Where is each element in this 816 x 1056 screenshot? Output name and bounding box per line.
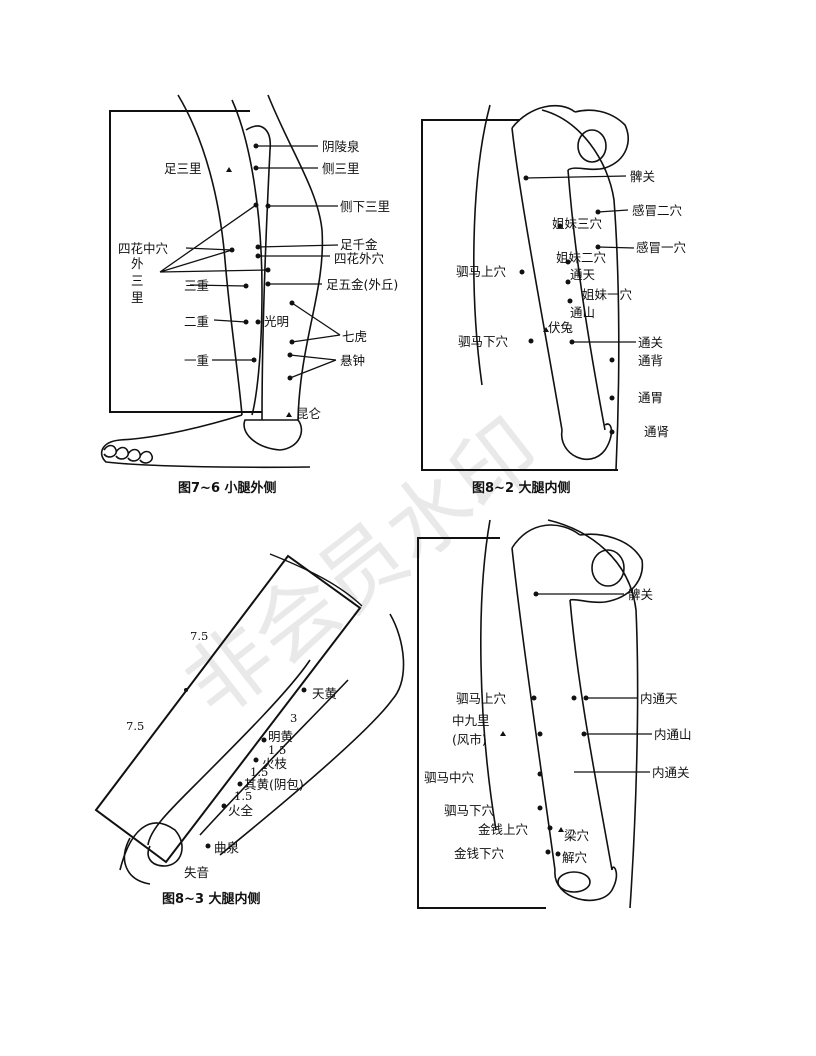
label-jiexue: 解穴 [562, 850, 588, 865]
reference-frame [421, 119, 618, 471]
label-wai: 外 [131, 256, 144, 271]
label-fengshi: (风市) [452, 732, 487, 747]
label-minghuang: 明黄 [268, 729, 293, 744]
label-dist-1-5-a: 1.5 [268, 743, 286, 757]
label-neitongtian: 内通天 [640, 691, 678, 706]
label-tongtian: 通天 [570, 267, 596, 282]
label-jiemei1: 姐妹一穴 [582, 287, 633, 302]
label-tongwei: 通胃 [638, 390, 663, 405]
label-dist-1-5-b: 1.5 [250, 765, 268, 779]
label-san: 三 [131, 273, 144, 288]
caption-fig-8-2: 图8~2 大腿内侧 [472, 480, 571, 496]
label-huoquan: 火全 [228, 803, 254, 818]
label-futu: 伏兔 [548, 320, 573, 335]
figure-thigh-medial-a: 髀关 感冒二穴 姐妹三穴 感冒一穴 姐妹二穴 驷马上穴 通天 姐妹一穴 通山 伏… [421, 104, 687, 496]
figure-thigh-medial-c: 髀关 驷马上穴 内通天 中九里 (风市) 内通山 驷马中穴 内通关 驷马下穴 金… [417, 519, 692, 909]
label-erzhong: 二重 [184, 314, 209, 329]
label-liangxue: 梁穴 [564, 828, 590, 843]
label-simashang: 驷马上穴 [456, 264, 507, 279]
watermark: 非会员水印 [167, 400, 558, 736]
label-yinlingquan: 阴陵泉 [322, 139, 360, 154]
label-sihuazhongxue: 四花中穴 [118, 241, 169, 256]
label-jinqianshang: 金钱上穴 [478, 822, 529, 837]
label-tongshan: 通山 [570, 305, 595, 320]
label-tongguan: 通关 [638, 335, 663, 350]
label-simazhong: 驷马中穴 [424, 770, 475, 785]
label-dist-3: 3 [290, 711, 297, 725]
label-simashang-c: 驷马上穴 [456, 691, 507, 706]
label-dist-1-5-c: 1.5 [234, 789, 252, 803]
label-cesanli: 侧三里 [322, 161, 360, 176]
label-neitongshan: 内通山 [654, 727, 692, 742]
label-tongshen: 通肾 [644, 424, 669, 439]
label-tianhuang: 天黄 [312, 686, 337, 701]
label-sihuawaixue: 四花外穴 [334, 251, 385, 266]
label-jinqianxia: 金钱下穴 [454, 846, 505, 861]
label-yizhong: 一重 [184, 353, 209, 368]
label-ganmao2: 感冒二穴 [632, 203, 683, 218]
caption-fig-7-6: 图7~6 小腿外侧 [178, 480, 277, 496]
label-tongbei: 通背 [638, 353, 663, 368]
label-biguan-c: 髀关 [628, 587, 653, 602]
label-zuwujin: 足五金(外丘) [326, 277, 398, 292]
label-huozhi: 火枝 [262, 756, 288, 771]
reference-frame [417, 537, 546, 909]
label-simaxia: 驷马下穴 [458, 334, 509, 349]
label-zuqianjin: 足千金 [340, 237, 378, 252]
label-kunlun: 昆仑 [296, 406, 322, 421]
label-li: 里 [131, 290, 144, 305]
label-ganmao1: 感冒一穴 [636, 240, 687, 255]
reference-frame [109, 110, 262, 413]
label-cexiasanli: 侧下三里 [340, 199, 390, 214]
label-xuanzhong: 悬钟 [340, 353, 365, 368]
label-shiyin: 失音 [184, 865, 209, 880]
label-guangming: 光明 [264, 314, 289, 329]
figure-lower-leg-lateral: 阴陵泉 足三里 侧三里 侧下三里 四花中穴 外 三 里 足千金 四花外穴 三重 … [100, 94, 398, 496]
label-length-top: 7.5 [190, 629, 208, 643]
label-biguan: 髀关 [630, 169, 655, 184]
label-simaxia-c: 驷马下穴 [444, 803, 495, 818]
label-zusanli: 足三里 [164, 161, 202, 176]
caption-fig-8-3: 图8~3 大腿内侧 [162, 891, 261, 907]
reference-frame [94, 554, 362, 864]
label-zhongjiuli: 中九里 [452, 713, 490, 728]
label-length-side: 7.5 [126, 719, 144, 733]
label-ququan: 曲泉 [214, 840, 240, 855]
figure-thigh-medial-b: 7.5 7.5 天黄 3 明黄 1.5 火枝 1.5 其黄(阴包) 1.5 火全… [94, 553, 405, 907]
label-neitongguan: 内通关 [652, 765, 690, 780]
label-qihu: 七虎 [342, 329, 367, 344]
label-sanzhong: 三重 [184, 278, 209, 293]
label-jiemei3: 姐妹三穴 [552, 216, 603, 231]
label-jiemei2: 姐妹二穴 [556, 250, 607, 265]
label-qihuang: 其黄(阴包) [244, 777, 304, 792]
